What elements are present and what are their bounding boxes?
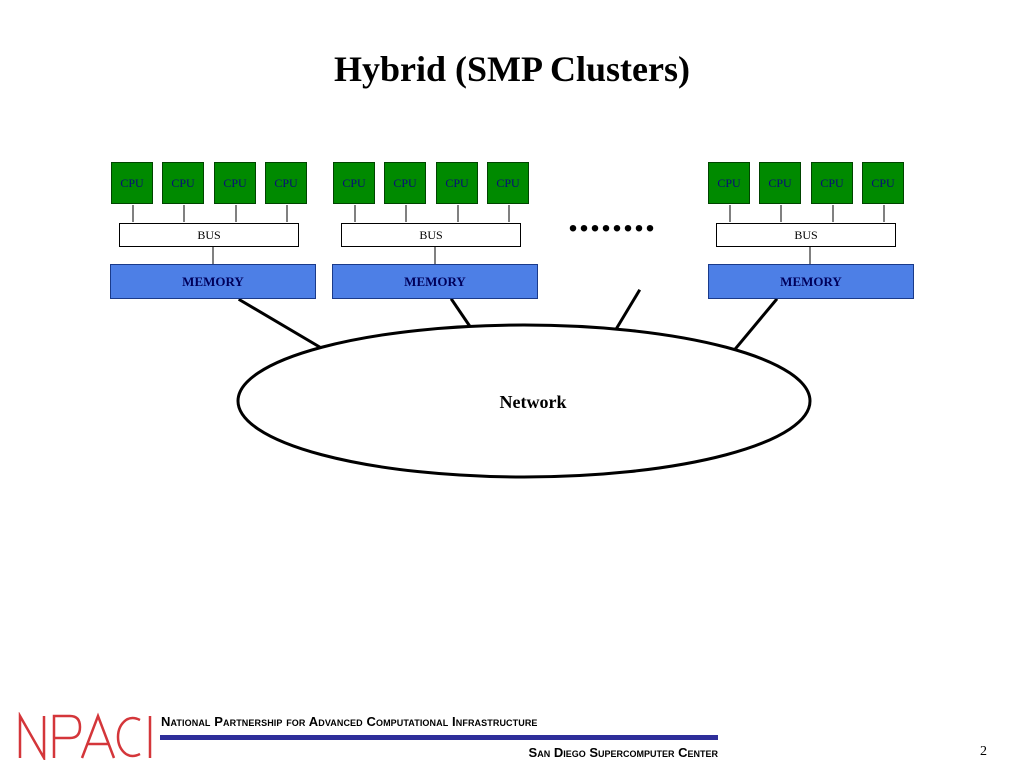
cluster-3-cpu-4: CPU bbox=[862, 162, 904, 204]
cluster-2-bus: BUS bbox=[341, 223, 521, 247]
cluster-1-cpu-4: CPU bbox=[265, 162, 307, 204]
more-clusters-ellipsis: ........ bbox=[568, 195, 656, 240]
network-links bbox=[237, 288, 779, 352]
cluster-2-memory: MEMORY bbox=[332, 264, 538, 299]
cluster-3-memory: MEMORY bbox=[708, 264, 914, 299]
cluster-diagram bbox=[132, 205, 885, 479]
cluster-2-connectors bbox=[354, 205, 510, 264]
npaci-logo bbox=[18, 712, 152, 760]
link-ellipsis bbox=[612, 288, 642, 334]
cluster-3-cpu-3: CPU bbox=[811, 162, 853, 204]
cluster-3-cpu-2: CPU bbox=[759, 162, 801, 204]
cluster-2-cpu-4: CPU bbox=[487, 162, 529, 204]
cluster-1-bus: BUS bbox=[119, 223, 299, 247]
cluster-3-connectors bbox=[729, 205, 885, 264]
link-cluster-3 bbox=[733, 297, 779, 351]
page-number: 2 bbox=[980, 744, 987, 759]
network-ellipse bbox=[236, 323, 812, 479]
cluster-2-cpu-1: CPU bbox=[333, 162, 375, 204]
link-cluster-1 bbox=[237, 297, 326, 352]
cluster-1-cpu-1: CPU bbox=[111, 162, 153, 204]
cluster-1-memory: MEMORY bbox=[110, 264, 316, 299]
cluster-2-cpu-3: CPU bbox=[436, 162, 478, 204]
network-label: Network bbox=[499, 392, 567, 412]
cluster-3-cpu-1: CPU bbox=[708, 162, 750, 204]
slide-title: Hybrid (SMP Clusters) bbox=[334, 49, 690, 89]
cluster-2-cpu-2: CPU bbox=[384, 162, 426, 204]
footer-center-name: San Diego Supercomputer Center bbox=[528, 745, 718, 760]
footer-organization: National Partnership for Advanced Comput… bbox=[161, 714, 538, 729]
cluster-1-cpu-2: CPU bbox=[162, 162, 204, 204]
cluster-1-connectors bbox=[132, 205, 288, 264]
cluster-1-cpu-3: CPU bbox=[214, 162, 256, 204]
cluster-3-bus: BUS bbox=[716, 223, 896, 247]
link-cluster-2 bbox=[449, 297, 472, 328]
footer-divider-bar bbox=[160, 735, 718, 740]
